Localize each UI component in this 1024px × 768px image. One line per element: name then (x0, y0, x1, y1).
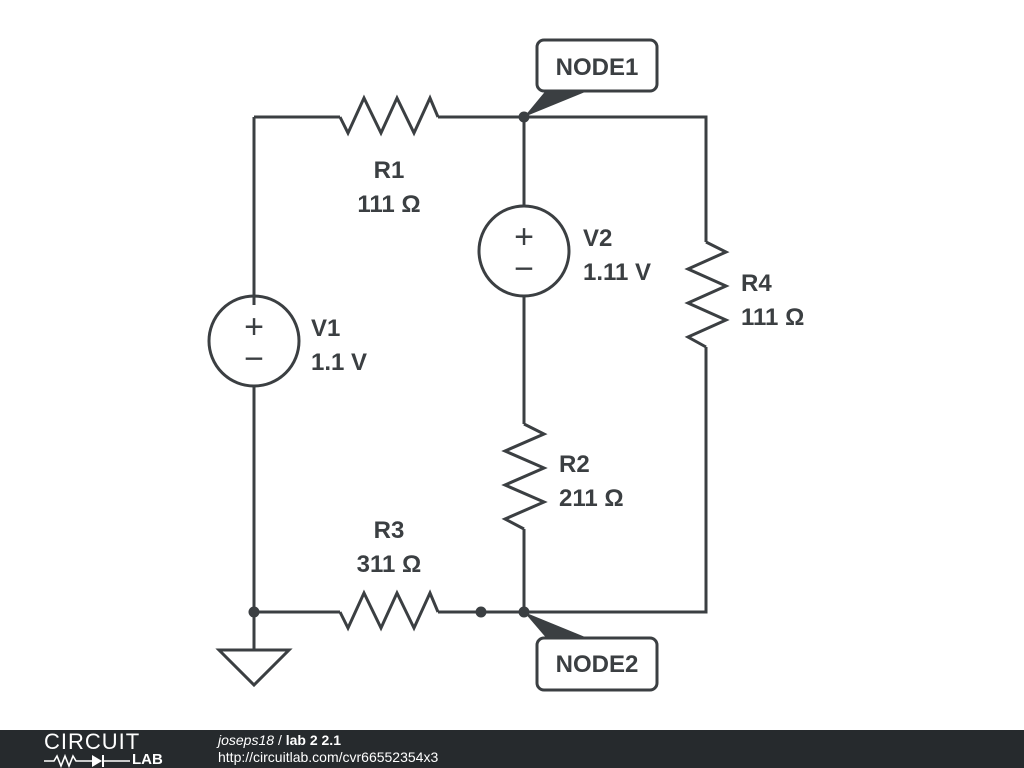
circuitlab-logo[interactable]: CIRCUIT LAB (44, 729, 184, 768)
node1-label: NODE1 (556, 54, 639, 81)
node2-pointer (524, 612, 590, 640)
v2-value: 1.11 V (583, 259, 651, 286)
v1-minus-symbol: − (244, 340, 264, 378)
r3-name: R3 (374, 517, 405, 544)
wire-right-bottom (524, 347, 708, 614)
r1-name: R1 (374, 157, 405, 184)
v2-minus-symbol: − (514, 250, 534, 288)
node1-label-box[interactable] (535, 38, 659, 93)
author-link[interactable]: joseps18 (218, 732, 275, 748)
logo-brand-top: CIRCUIT (44, 729, 141, 754)
r3-value: 311 Ω (357, 551, 422, 578)
v2-name: V2 (583, 225, 612, 252)
resistor-r2[interactable] (501, 422, 548, 531)
node2-label: NODE2 (556, 651, 639, 678)
v1-value: 1.1 V (311, 349, 367, 376)
r2-name: R2 (559, 451, 590, 478)
node1-pointer (524, 88, 590, 117)
ground-icon (215, 648, 293, 688)
circuit-title[interactable]: lab 2 2.1 (285, 732, 341, 748)
v1-plus-symbol: + (244, 308, 264, 346)
resistor-r3[interactable] (338, 589, 440, 632)
resistor-r1[interactable] (338, 94, 440, 137)
footer-bar: CIRCUIT LAB joseps18 / lab 2 2.1 http://… (0, 730, 1024, 768)
resistor-r4[interactable] (684, 240, 730, 349)
circuit-url[interactable]: http://circuitlab.com/cvr66552354x3 (218, 749, 439, 765)
junction-bottom-mid (475, 606, 487, 618)
node2-label-box[interactable] (535, 636, 659, 692)
r4-value: 111 Ω (741, 304, 804, 331)
junction-ground (248, 606, 260, 618)
r4-name: R4 (741, 270, 772, 297)
wire-top-mid (438, 115, 708, 242)
r2-value: 211 Ω (559, 485, 624, 512)
v1-name: V1 (311, 315, 340, 342)
v2-plus-symbol: + (514, 218, 534, 256)
r1-value: 111 Ω (357, 191, 420, 218)
meta-separator: / (277, 732, 282, 748)
logo-brand-bottom: LAB (132, 751, 163, 768)
logo-resistor-diode-icon (44, 753, 130, 768)
circuit-meta: joseps18 / lab 2 2.1 http://circuitlab.c… (218, 732, 438, 766)
circuit-schematic: + − + − NODE1 NODE2 R1 111 Ω V2 1.11 V R… (207, 38, 804, 692)
